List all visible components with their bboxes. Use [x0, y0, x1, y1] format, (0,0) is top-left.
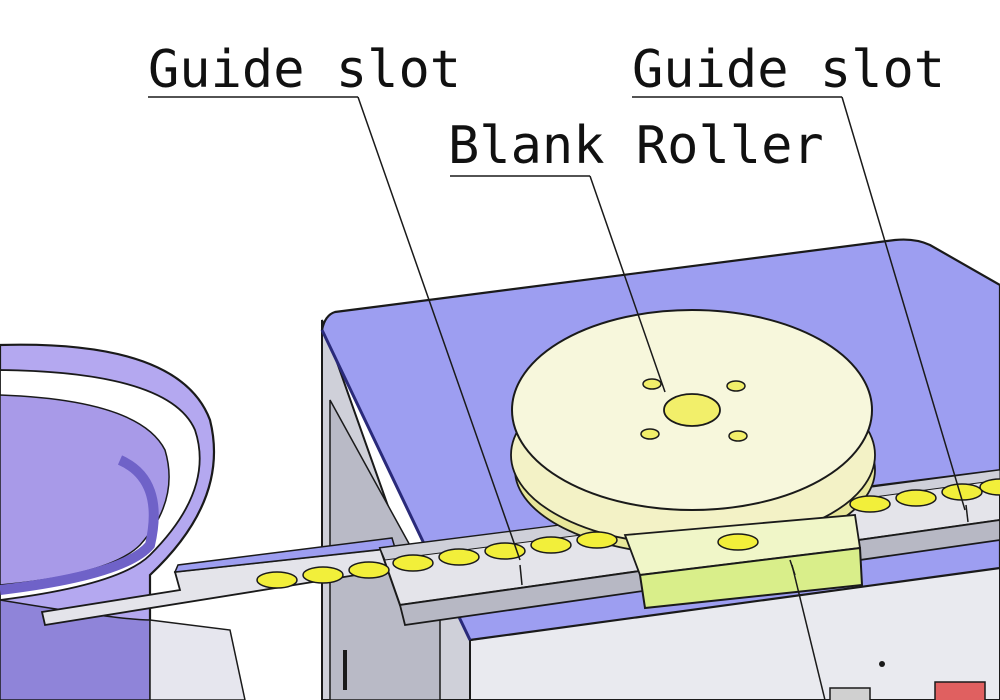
front-button-red — [934, 681, 986, 700]
slider-block — [638, 546, 864, 610]
blanks — [256, 478, 1000, 589]
guide-slot-right-label: Guide slot — [632, 40, 946, 100]
roller-hole — [728, 430, 748, 442]
roller-hub — [663, 393, 721, 427]
leader-guide-slot-right — [632, 96, 966, 511]
machine-front-face — [469, 558, 1000, 700]
blank-roller-label: Blank Roller — [448, 116, 824, 176]
leader-guide-slot-left — [148, 96, 521, 561]
front-button — [829, 687, 871, 700]
leader-blank-roller — [450, 175, 666, 393]
roller-hole — [640, 428, 660, 440]
roller-hole — [726, 380, 746, 392]
roller-hole — [642, 378, 662, 390]
guide-slot-left-label: Guide slot — [148, 40, 462, 100]
